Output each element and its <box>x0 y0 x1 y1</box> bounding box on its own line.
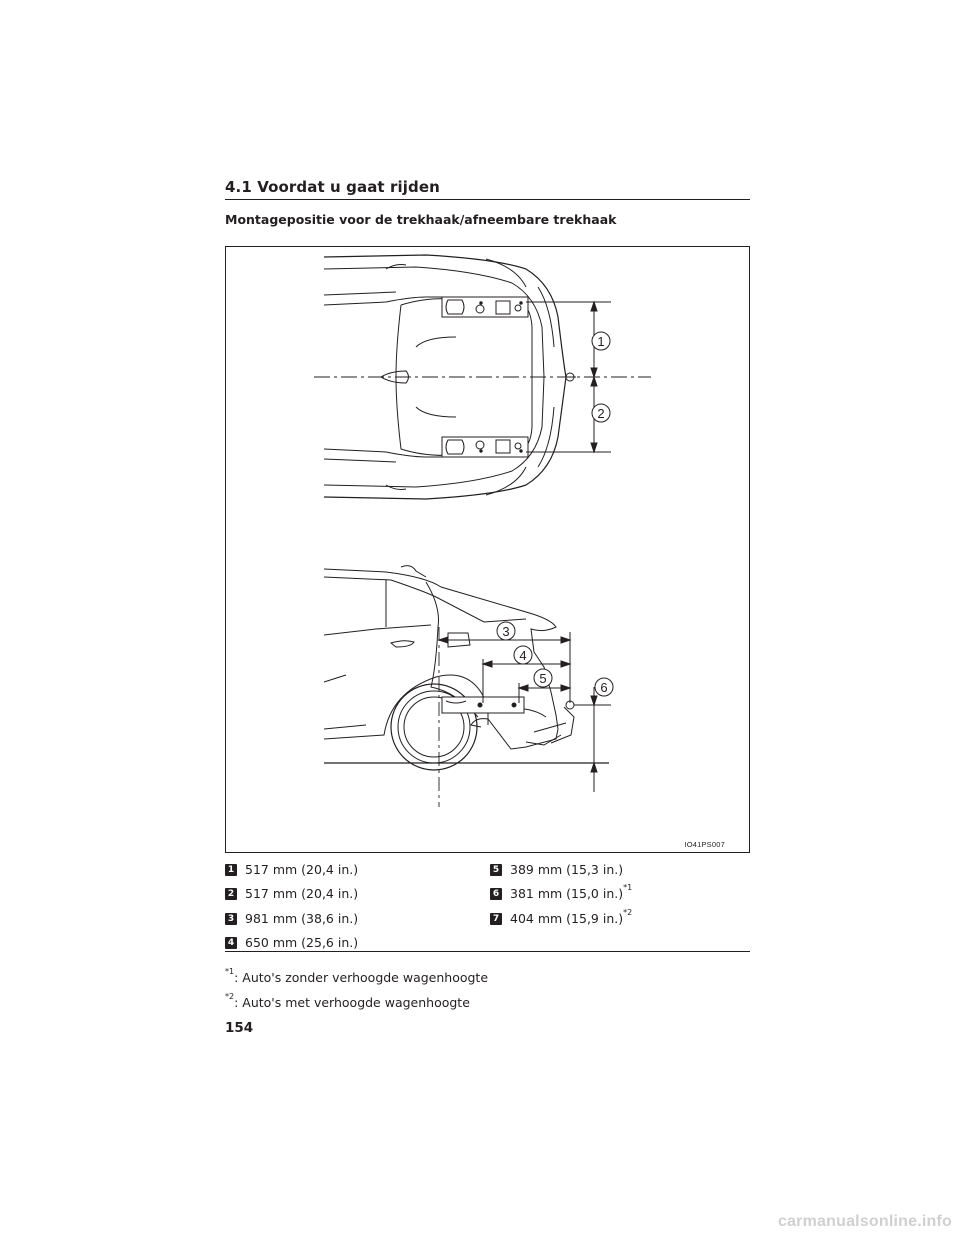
callout-5: 5 <box>539 671 546 686</box>
badge-5: 5 <box>490 864 502 876</box>
car-side-view <box>323 565 614 807</box>
badge-6: 6 <box>490 888 502 901</box>
towbar-figure: 1 2 3 4 5 6 IO41PS007 <box>225 246 750 853</box>
section-title-rule <box>225 199 750 200</box>
footnote-ref: *2 <box>623 907 633 917</box>
subheading: Montagepositie voor de trekhaak/afneemba… <box>225 212 617 227</box>
callout-1: 1 <box>597 334 604 349</box>
badge-2: 2 <box>225 888 237 901</box>
footnote-ref: *1 <box>623 883 633 893</box>
section-title: 4.1 Voordat u gaat rijden <box>225 178 440 196</box>
badge-3: 3 <box>225 912 237 925</box>
footnote-2: *2: Auto's met verhoogde wagenhoogte <box>225 992 470 1010</box>
car-top-view <box>314 254 651 500</box>
footnote-1: *1: Auto's zonder verhoogde wagenhoogte <box>225 967 489 985</box>
badge-4: 4 <box>225 936 237 949</box>
towbar-diagram: 1 2 3 4 5 6 <box>314 254 651 807</box>
callout-6: 6 <box>600 680 607 695</box>
legend-bottom-rule <box>225 951 750 952</box>
callout-4: 4 <box>519 648 526 663</box>
badge-7: 7 <box>490 912 502 925</box>
badge-1: 1 <box>225 864 237 876</box>
callout-2: 2 <box>597 406 604 421</box>
figure-code: IO41PS007 <box>684 840 725 849</box>
page-number: 154 <box>225 1020 254 1036</box>
callout-3: 3 <box>502 624 509 639</box>
watermark: carmanualsonline.info <box>777 1213 952 1230</box>
